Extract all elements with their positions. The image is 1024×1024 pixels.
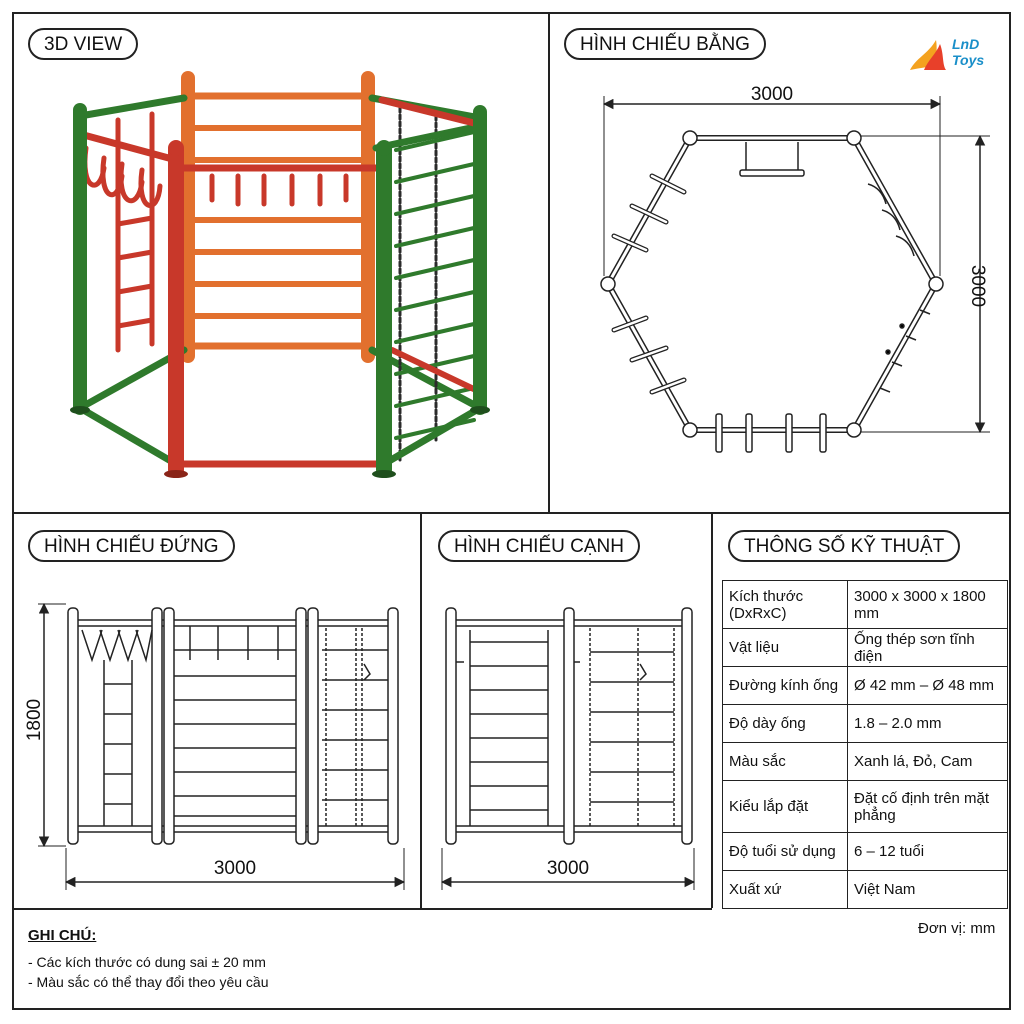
spec-value: Ống thép sơn tĩnh điện [847, 628, 1008, 667]
logo-flame-icon [910, 40, 946, 70]
table-row: Kích thước (DxRxC) 3000 x 3000 x 1800 mm [722, 580, 1008, 629]
table-row: Kiểu lắp đặt Đặt cố định trên mặt phẳng [722, 780, 1008, 833]
title-front-view: HÌNH CHIẾU ĐỨNG [28, 530, 235, 562]
spec-value: Việt Nam [847, 870, 1008, 909]
front-width-label: 3000 [214, 858, 256, 879]
table-row: Màu sắc Xanh lá, Đỏ, Cam [722, 742, 1008, 781]
spec-label: Đường kính ống [722, 666, 848, 705]
spec-label: Độ dày ống [722, 704, 848, 743]
logo-text-line2: Toys [952, 52, 985, 68]
logo-text-line1: LnD [952, 36, 980, 52]
table-row: Xuất xứ Việt Nam [722, 870, 1008, 909]
side-width-label: 3000 [547, 858, 589, 879]
spec-value: 3000 x 3000 x 1800 mm [847, 580, 1008, 629]
divider-bottom-2 [711, 512, 713, 908]
spec-value: 1.8 – 2.0 mm [847, 704, 1008, 743]
spec-table: Kích thước (DxRxC) 3000 x 3000 x 1800 mm… [722, 580, 1008, 909]
spec-label: Kích thước (DxRxC) [722, 580, 848, 629]
spec-label: Kiểu lắp đặt [722, 780, 848, 833]
3d-view-illustration [70, 71, 490, 478]
front-view-drawing: 1800 3000 [24, 602, 406, 890]
front-height-label: 1800 [24, 699, 45, 741]
unit-label: Đơn vị: mm [918, 920, 996, 937]
spec-label: Vật liệu [722, 628, 848, 667]
brand-logo: LnD Toys [906, 36, 996, 76]
table-row: Vật liệu Ống thép sơn tĩnh điện [722, 628, 1008, 667]
spec-value: Ø 42 mm – Ø 48 mm [847, 666, 1008, 705]
note-item: - Màu sắc có thể thay đổi theo yêu cầu [28, 974, 269, 990]
drawing-sheet [12, 12, 1011, 1010]
title-plan-view: HÌNH CHIẾU BẰNG [564, 28, 766, 60]
divider-bottom-1 [420, 512, 422, 908]
plan-view-drawing: 3000 3000 [600, 84, 990, 453]
table-row: Đường kính ống Ø 42 mm – Ø 48 mm [722, 666, 1008, 705]
side-view-drawing: 3000 [440, 607, 696, 890]
divider-top [548, 12, 550, 512]
spec-label: Độ tuổi sử dụng [722, 832, 848, 871]
spec-label: Xuất xứ [722, 870, 848, 909]
divider-notes [12, 908, 712, 910]
spec-value: Xanh lá, Đỏ, Cam [847, 742, 1008, 781]
table-row: Độ tuổi sử dụng 6 – 12 tuổi [722, 832, 1008, 871]
note-item: - Các kích thước có dung sai ± 20 mm [28, 954, 266, 970]
title-specs: THÔNG SỐ KỸ THUẬT [728, 530, 961, 562]
notes-block: GHI CHÚ: - Các kích thước có dung sai ± … [28, 926, 268, 992]
notes-heading: GHI CHÚ: [28, 927, 97, 944]
plan-width-label: 3000 [751, 84, 793, 105]
title-3d-view: 3D VIEW [28, 28, 139, 60]
spec-value: 6 – 12 tuổi [847, 832, 1008, 871]
spec-label: Màu sắc [722, 742, 848, 781]
divider-middle [12, 512, 1011, 514]
spec-value: Đặt cố định trên mặt phẳng [847, 780, 1008, 833]
plan-height-label: 3000 [967, 265, 988, 307]
table-row: Độ dày ống 1.8 – 2.0 mm [722, 704, 1008, 743]
title-side-view: HÌNH CHIẾU CẠNH [438, 530, 640, 562]
